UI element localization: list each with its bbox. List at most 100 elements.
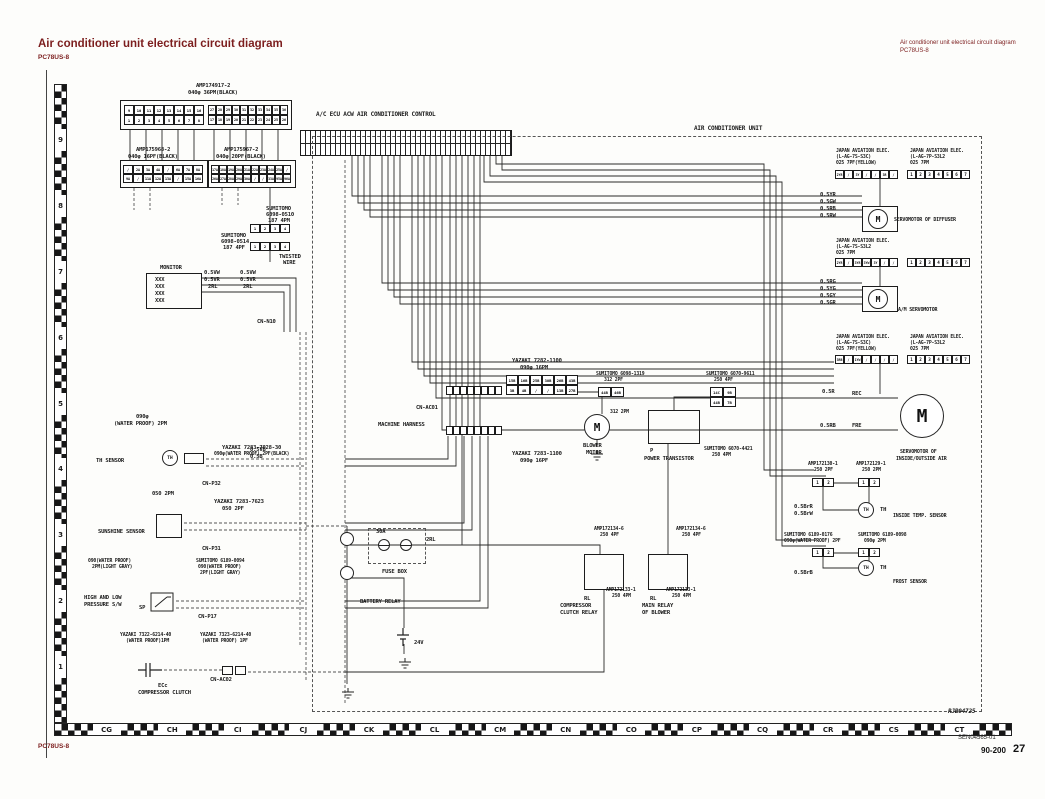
psw-mate-label1: SUMITOMO 6189-0094 xyxy=(196,559,245,564)
monitor-row4: XXX xyxy=(155,298,165,304)
h-ruler-checker xyxy=(645,724,683,735)
cn-ac01-label: CN-AC01 xyxy=(416,405,438,411)
relay2-box xyxy=(648,554,688,590)
cn-p32-label: CN-P32 xyxy=(202,481,221,487)
battery-symbol xyxy=(394,628,412,650)
frost-conn-label1: SUMITOMO 6189-0176 xyxy=(784,533,833,538)
fuse-box-label: FUSE BOX xyxy=(382,569,407,575)
pressure-switch-symbol xyxy=(150,592,174,616)
am-servo-box xyxy=(862,286,898,312)
cn-p31-label: CN-P31 xyxy=(202,546,221,552)
th-conn-label2: (WATER PROOF) 2PM xyxy=(114,421,167,427)
psw-mate-label2: 090(WATER PROOF) xyxy=(198,565,242,570)
pt-label1: P xyxy=(650,448,654,454)
cn-ac02-label: CN-AC02 xyxy=(210,677,232,683)
battery-relay-coil-2 xyxy=(340,566,354,580)
wire-05gy: 0.5GY xyxy=(820,293,836,299)
header-right-title: Air conditioner unit electrical circuit … xyxy=(900,40,1016,46)
inside-outside-servo-motor: M xyxy=(900,394,944,438)
pins-cnac01-lower xyxy=(446,426,502,435)
wire-05rg: 0.5RG xyxy=(820,279,836,285)
relay1-conn-label1: AMP172134-6 xyxy=(594,527,624,532)
v-ruler-label-9: 9 xyxy=(55,128,66,151)
inside-temp-label: INSIDE TEMP. SENSOR xyxy=(893,513,947,519)
am-servo-motor: M xyxy=(868,289,888,309)
yazaki-16pm-label2: 090φ 16PM xyxy=(520,365,549,371)
cn-n10-label: CN-N10 xyxy=(257,319,276,325)
v-ruler-checker xyxy=(55,282,66,327)
h-ruler-label-CI: CI xyxy=(223,724,252,735)
pins-jae1f: 2YR/3Y//3R/ xyxy=(835,170,898,179)
relay2-mate-label2: 250 4PM xyxy=(672,594,691,599)
inside-temp-sensor-bulb: TH xyxy=(858,502,874,518)
v-ruler-checker xyxy=(55,216,66,261)
blower-conn-label2: 312 2PF xyxy=(604,378,623,383)
jae1f-label3: 025 7PF(YELLOW) xyxy=(836,161,877,166)
psw-mate-label3: 2PF(LIGHT GRAY) xyxy=(200,571,241,576)
pt-conn-label3: SUMITOMO 6070-4421 xyxy=(704,447,753,452)
frost-sensor-bulb: TH xyxy=(858,560,874,576)
cn-p17-label: CN-P17 xyxy=(198,614,217,620)
sumitomo-4pf-label2: 6098-0514 xyxy=(221,239,250,245)
jae3m-label2: (L-AG-7P-S3L2 xyxy=(910,341,945,346)
machine-harness-label: MACHINE HARNESS xyxy=(378,422,425,428)
wire-2rl-b: 2RL xyxy=(243,284,253,290)
clutch-conn-label1: YAZAKI 7322-6214-40 xyxy=(120,633,172,638)
relay2-label1: MAIN RELAY xyxy=(642,603,674,609)
v-ruler-label-3: 3 xyxy=(55,524,66,547)
sun-mate-label1: YAZAKI 7283-7623 xyxy=(214,499,264,505)
ground-symbol-2 xyxy=(398,654,412,673)
jae3m-label3: 025 7PM xyxy=(910,347,929,352)
jae3m-label1: JAPAN AVIATION ELEC. xyxy=(910,335,964,340)
wire-05rw-1: 0.5RW xyxy=(820,213,836,219)
clutch-mate-label1: YAZAKI 7323-6214-40 xyxy=(200,633,252,638)
ground-symbol-3 xyxy=(590,446,604,465)
wire-05gr: 0.5GR xyxy=(820,300,836,306)
battery-relay-coil-1 xyxy=(340,532,354,546)
psw-label2: PRESSURE S/W xyxy=(84,602,122,608)
h-ruler-checker xyxy=(448,724,487,735)
v-ruler-label-4: 4 xyxy=(55,458,66,481)
am-servo-label: A/M SERVOMOTOR xyxy=(898,307,938,313)
jae2-label3: 025 7PM xyxy=(836,251,855,256)
v-ruler-label-5: 5 xyxy=(55,392,66,415)
diffuser-servo-label: SERVOMOTOR OF DIFFUSER xyxy=(894,217,956,223)
v-ruler-checker xyxy=(55,85,66,129)
h-ruler-checker xyxy=(317,724,355,735)
cn-ac02-pin1 xyxy=(222,666,233,675)
header-right-model: PC78US-8 xyxy=(900,48,929,54)
v-ruler-label-6: 6 xyxy=(55,326,66,349)
h-ruler-checker xyxy=(579,724,618,735)
wire-05rb-1: 0.5RB xyxy=(820,206,836,212)
wire-05yr: 0.5YR xyxy=(820,192,836,198)
relay1-label1: COMPRESSOR xyxy=(560,603,592,609)
frost-th-label: TH xyxy=(880,565,887,571)
sun-conn-label: 050 2PM xyxy=(152,491,174,497)
yazaki-16pf-label1: YAZAKI 7283-1100 xyxy=(512,451,562,457)
pins-jae3f: 3RB/1YW//// xyxy=(835,355,898,364)
relay1-box xyxy=(584,554,624,590)
psw-label1: HIGH AND LOW xyxy=(84,595,122,601)
connector-20pf-outline xyxy=(208,160,296,188)
pins-cnac01-upper xyxy=(446,386,502,395)
h-ruler-checker xyxy=(55,724,93,735)
jae3f-label1: JAPAN AVIATION ELEC. xyxy=(836,335,890,340)
its-mate-label1: AMP172129-1 xyxy=(856,462,886,467)
h-ruler-checker xyxy=(973,724,1011,735)
v-ruler-checker xyxy=(55,612,66,657)
wire-05brw: 0.5BrW xyxy=(794,511,813,517)
sumitomo-4pf-label1: SUMITOMO xyxy=(221,233,246,239)
relay2-label2: OF BLOWER xyxy=(642,610,671,616)
wire-05gw: 0.5GW xyxy=(820,199,836,205)
monitor-label: MONITOR xyxy=(160,265,182,271)
v-ruler-checker xyxy=(55,678,66,723)
wire-2rl-c: 2RL xyxy=(426,537,436,543)
h-ruler-checker xyxy=(776,724,815,735)
